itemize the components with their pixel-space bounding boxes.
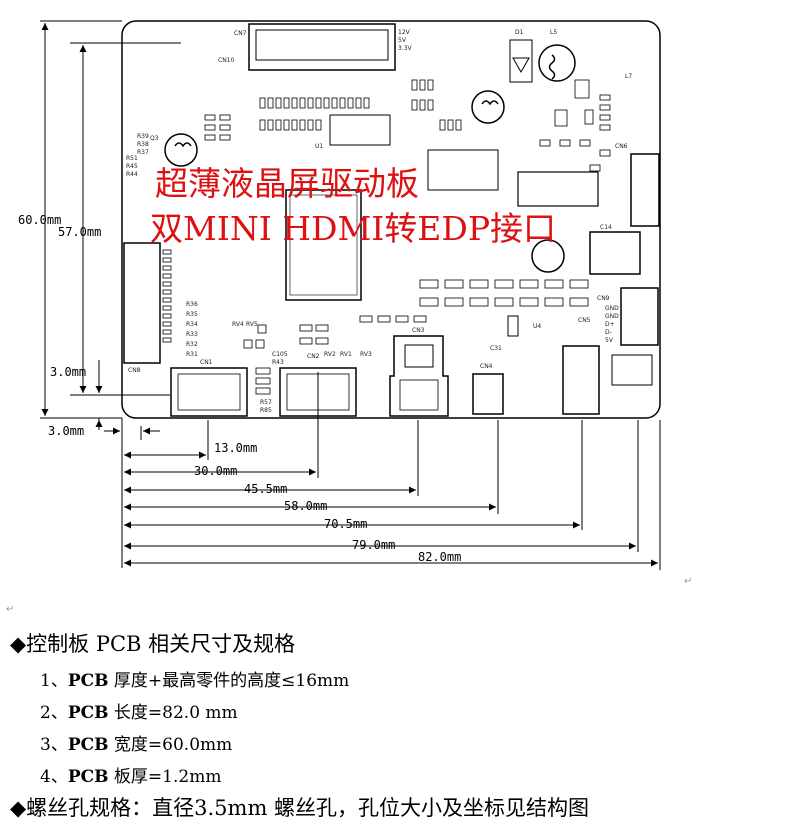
label-rv5: RV5 [246, 321, 258, 328]
label-r45: R45 [126, 163, 138, 170]
dim-hole-3-left: 3.0mm [48, 424, 84, 438]
label-cn7: CN7 [234, 30, 247, 37]
label-r85: R85 [260, 407, 272, 414]
label-r43: R43 [272, 359, 284, 366]
label-cn2: CN2 [307, 353, 320, 360]
spec-item-2-num: 2、 [40, 703, 68, 723]
label-r36: R36 [186, 301, 198, 308]
label-cn8: CN8 [128, 367, 141, 374]
watermark-title: 超薄液晶屏驱动板 [155, 164, 419, 203]
spec-item-4-num: 4、 [40, 767, 68, 787]
label-rv3: RV3 [360, 351, 372, 358]
connector-cn5 [562, 345, 600, 415]
label-r51: R51 [126, 155, 138, 162]
label-12v: 12V [398, 29, 411, 36]
spec-title: ◆控制板 PCB 相关尺寸及规格 [10, 632, 296, 656]
pcb-outline [121, 20, 661, 419]
label-rv4: RV4 [232, 321, 244, 328]
label-5v-b: 5V [605, 337, 614, 344]
connector-cn9 [620, 287, 659, 346]
dim-w-70-5: 70.5mm [324, 517, 367, 531]
label-rv2: RV2 [324, 351, 336, 358]
spec-item-4-text: 板厚=1.2mm [108, 767, 222, 787]
connector-cn8 [123, 242, 161, 364]
label-dminus: D- [605, 329, 612, 336]
spec-item-4: 4、PCB 板厚=1.2mm [40, 762, 221, 787]
dim-w-58: 58.0mm [284, 499, 327, 513]
spec-item-3-text: 宽度=60.0mm [108, 735, 233, 755]
label-r33: R33 [186, 331, 198, 338]
label-r31: R31 [186, 351, 198, 358]
spec-item-1-num: 1、 [40, 671, 68, 691]
dim-w-79: 79.0mm [352, 538, 395, 552]
label-d1: D1 [515, 29, 524, 36]
label-r38: R38 [137, 141, 149, 148]
label-cn9: CN9 [597, 295, 610, 302]
para-mark-drawing: ↵ [684, 576, 692, 587]
watermark-subtitle: 双MINI HDMI转EDP接口 [150, 209, 556, 248]
connector-cn7 [248, 23, 396, 71]
label-cn3: CN3 [412, 327, 425, 334]
label-u4: U4 [533, 323, 541, 330]
spec-item-4-pcb: PCB [67, 767, 109, 787]
screw-spec: ◆螺丝孔规格：直径3.5mm 螺丝孔，孔位大小及坐标见结构图 [10, 796, 590, 820]
label-cn6: CN6 [615, 143, 628, 150]
dim-w-82: 82.0mm [418, 550, 461, 564]
connector-cn1 [170, 367, 248, 417]
label-r39: R39 [137, 133, 149, 140]
para-mark-top: ↵ [6, 604, 15, 615]
connector-cn4 [472, 373, 504, 415]
dim-w-13: 13.0mm [214, 441, 257, 455]
spec-item-3-num: 3、 [40, 735, 68, 755]
connector-cn3 [389, 335, 449, 417]
label-5v: 5V [398, 37, 407, 44]
label-r32: R32 [186, 341, 198, 348]
label-c105: C105 [272, 351, 288, 358]
dim-height-60: 60.0mm [18, 213, 61, 227]
connector-cn6 [630, 153, 660, 227]
label-l5: L5 [550, 29, 557, 36]
label-r34: R34 [186, 321, 198, 328]
dim-w-45-5: 45.5mm [244, 482, 287, 496]
spec-item-1-pcb: PCB [67, 671, 109, 691]
label-r44: R44 [126, 171, 138, 178]
label-q3: Q3 [150, 135, 159, 142]
label-gnd2: GND [605, 313, 619, 320]
inductor-l5 [164, 44, 576, 273]
spec-item-1: 1、PCB 厚度+最高零件的高度≤16mm [40, 666, 349, 691]
spec-item-1-text: 厚度+最高零件的高度≤16mm [108, 671, 350, 691]
label-r57: R57 [260, 399, 272, 406]
spec-item-2: 2、PCB 长度=82.0 mm [40, 698, 238, 723]
smd-component-field [204, 79, 611, 172]
spec-item-3-pcb: PCB [67, 735, 109, 755]
label-cn4: CN4 [480, 363, 493, 370]
label-rv1: RV1 [340, 351, 352, 358]
label-u1: U1 [315, 143, 323, 150]
label-c14: C14 [600, 224, 612, 231]
label-r37: R37 [137, 149, 149, 156]
label-cn10: CN10 [218, 57, 234, 64]
label-3v3: 3.3V [398, 45, 413, 52]
label-dplus: D+ [605, 321, 615, 328]
dim-hole-3-bottom: 3.0mm [50, 365, 86, 379]
label-cn5: CN5 [578, 317, 591, 324]
label-l7: L7 [625, 73, 632, 80]
pcb-drawing: CN7 CN10 12V 5V 3.3V L5 L7 D1 U1 [18, 20, 692, 587]
label-c31: C31 [490, 345, 502, 352]
chip-u1 [285, 189, 362, 301]
dim-height-57: 57.0mm [58, 225, 101, 239]
label-r35: R35 [186, 311, 198, 318]
spec-item-2-text: 长度=82.0 mm [108, 703, 238, 723]
spec-item-3: 3、PCB 宽度=60.0mm [40, 730, 232, 755]
spec-item-2-pcb: PCB [67, 703, 109, 723]
label-gnd1: GND [605, 305, 619, 312]
dim-w-30: 30.0mm [194, 464, 237, 478]
label-cn1: CN1 [200, 359, 213, 366]
